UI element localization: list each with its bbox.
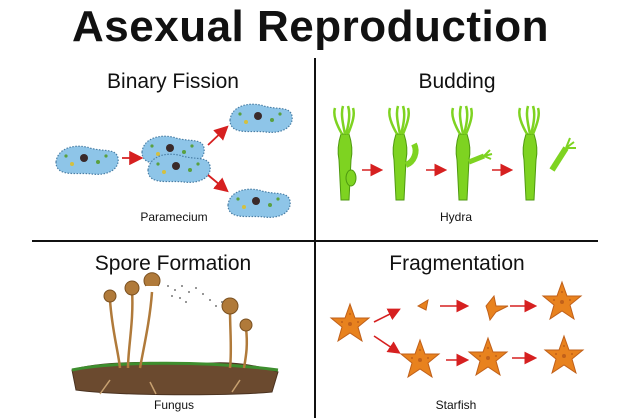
fission-arrow-3 [207,174,229,193]
fragmentation-arrow-1 [373,308,401,323]
page-title: Asexual Reproduction [72,2,549,51]
starfish-regrown-top [542,281,582,320]
fungus-sporangia [103,272,253,369]
starfish-healing [468,337,508,376]
horizontal-divider [32,240,598,242]
starfish-damaged [400,339,440,378]
spore-cloud [167,285,223,307]
binary-fission-heading: Binary Fission [107,70,239,93]
starfish-caption: Starfish [435,398,477,412]
starfish-parent [330,303,370,342]
fragmentation-arrow-2 [373,335,401,354]
spore-formation-heading: Spore Formation [94,252,252,275]
hydra-stage-4 [518,104,576,202]
paramecium-caption: Paramecium [140,210,208,224]
hydra-stage-1 [333,104,357,202]
paramecium-parent [55,145,119,175]
starfish-regrown-bottom [544,335,584,374]
fragmentation-heading: Fragmentation [389,252,525,275]
paramecium-daughter-bottom [227,188,291,218]
hydra-stage-2 [388,104,419,202]
starfish-fragment [416,298,429,311]
fungus-caption: Fungus [153,398,195,412]
budding-heading: Budding [418,70,496,93]
vertical-divider [314,58,316,418]
hydra-caption: Hydra [439,210,472,224]
fission-arrow-2 [207,125,229,146]
starfish-regrowing [485,294,509,322]
paramecium-dividing [141,135,211,183]
hydra-stage-3 [451,104,493,202]
paramecium-daughter-top [229,103,293,133]
fungus-soil [71,361,279,396]
